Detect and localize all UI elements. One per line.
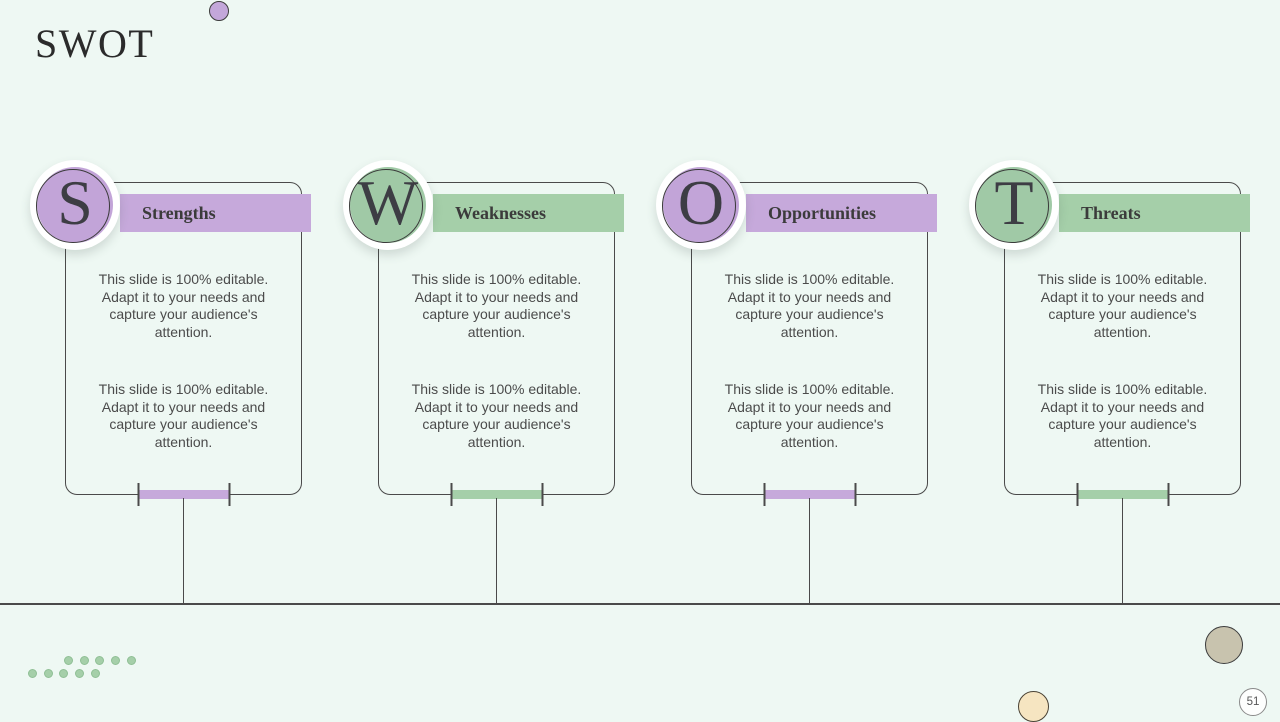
cream-circle-decoration bbox=[1018, 691, 1049, 722]
letter-badge-ring bbox=[975, 169, 1049, 243]
letter-badge: W bbox=[343, 160, 433, 250]
letter-badge: S bbox=[30, 160, 120, 250]
dot bbox=[95, 656, 105, 665]
card-header-label: Strengths bbox=[142, 202, 216, 223]
letter-badge-ring bbox=[662, 169, 736, 243]
swot-card-opportunities: Opportunities O This slide is 100% edita… bbox=[656, 160, 937, 604]
letter-badge-ring bbox=[36, 169, 110, 243]
dots-row bbox=[64, 656, 136, 665]
dot bbox=[28, 669, 37, 679]
card-paragraph: This slide is 100% editable. Adapt it to… bbox=[411, 381, 582, 450]
dot bbox=[90, 669, 100, 679]
tick-mark bbox=[137, 483, 139, 506]
swot-card-weaknesses: Weaknesses W This slide is 100% editable… bbox=[343, 160, 624, 604]
card-paragraph: This slide is 100% editable. Adapt it to… bbox=[724, 271, 895, 340]
dot bbox=[126, 656, 136, 665]
card-body: This slide is 100% editable. Adapt it to… bbox=[692, 271, 927, 451]
card-paragraph: This slide is 100% editable. Adapt it to… bbox=[1037, 381, 1208, 450]
card-paragraph: This slide is 100% editable. Adapt it to… bbox=[724, 381, 895, 450]
dot bbox=[43, 669, 53, 679]
card-header-bar: Opportunities bbox=[746, 194, 937, 232]
page-number-badge: 51 bbox=[1239, 688, 1267, 716]
swot-card-strengths: Strengths S This slide is 100% editable.… bbox=[30, 160, 311, 604]
letter-badge: O bbox=[656, 160, 746, 250]
page-title: SWOT bbox=[35, 21, 155, 66]
card-body: This slide is 100% editable. Adapt it to… bbox=[1005, 271, 1240, 451]
swot-card-threats: Threats T This slide is 100% editable. A… bbox=[969, 160, 1250, 604]
card-bottom-bar bbox=[450, 483, 543, 506]
dot bbox=[75, 669, 85, 679]
tan-circle-decoration bbox=[1205, 626, 1243, 664]
tick-mark bbox=[1167, 483, 1169, 506]
dot bbox=[111, 656, 121, 665]
tick-mark bbox=[1076, 483, 1078, 506]
tick-mark bbox=[854, 483, 856, 506]
tick-mark bbox=[763, 483, 765, 506]
card-header-bar: Threats bbox=[1059, 194, 1250, 232]
connector-line bbox=[808, 498, 810, 604]
card-body: This slide is 100% editable. Adapt it to… bbox=[379, 271, 614, 451]
card-bottom-bar bbox=[137, 483, 230, 506]
card-paragraph: This slide is 100% editable. Adapt it to… bbox=[1037, 271, 1208, 340]
card-header-label: Opportunities bbox=[768, 202, 877, 223]
card-paragraph: This slide is 100% editable. Adapt it to… bbox=[98, 271, 269, 340]
letter-badge-ring bbox=[349, 169, 423, 243]
tick-mark bbox=[228, 483, 230, 506]
dots-row bbox=[28, 669, 136, 679]
tick-mark bbox=[450, 483, 452, 506]
connector-line bbox=[495, 498, 497, 604]
page-number: 51 bbox=[1246, 696, 1260, 708]
dot bbox=[79, 656, 89, 665]
letter-badge: T bbox=[969, 160, 1059, 250]
dot bbox=[59, 669, 69, 679]
card-header-bar: Strengths bbox=[120, 194, 311, 232]
connector-line bbox=[1121, 498, 1123, 604]
tick-mark bbox=[541, 483, 543, 506]
card-header-label: Threats bbox=[1081, 202, 1141, 223]
card-paragraph: This slide is 100% editable. Adapt it to… bbox=[411, 271, 582, 340]
card-header-bar: Weaknesses bbox=[433, 194, 624, 232]
card-body: This slide is 100% editable. Adapt it to… bbox=[66, 271, 301, 451]
card-bottom-bar bbox=[763, 483, 856, 506]
card-header-label: Weaknesses bbox=[455, 202, 547, 223]
baseline-divider bbox=[0, 603, 1280, 605]
card-bottom-bar bbox=[1076, 483, 1169, 506]
connector-line bbox=[182, 498, 184, 604]
dots-decoration bbox=[28, 656, 136, 679]
dot bbox=[64, 656, 73, 665]
card-paragraph: This slide is 100% editable. Adapt it to… bbox=[98, 381, 269, 450]
purple-dot-decoration bbox=[209, 1, 229, 21]
